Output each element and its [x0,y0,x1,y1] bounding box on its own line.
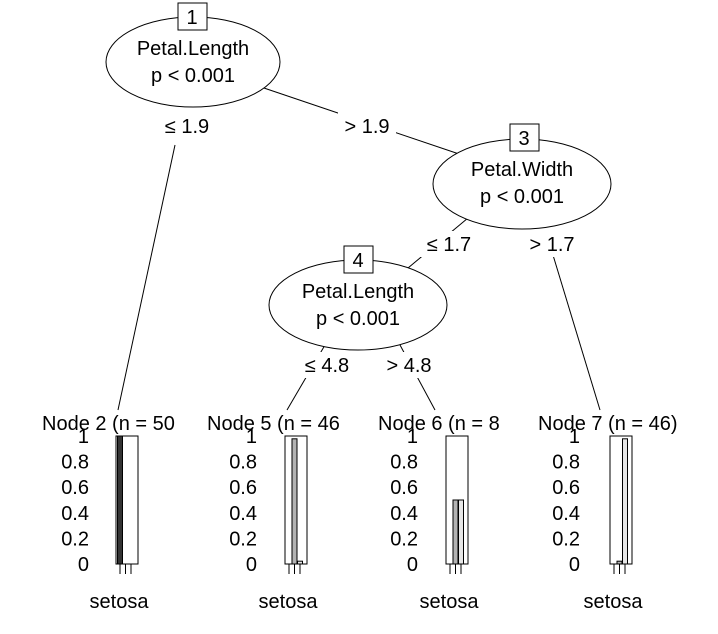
node-variable-1: Petal.Length [137,38,249,60]
panel-frame [609,435,633,565]
inner-node-1: 1 Petal.Length p < 0.001 [105,2,281,108]
y-tick-label: 0 [78,554,89,576]
terminal-title-2: Node 2 (n = 50 [42,413,175,435]
node-id-4: 4 [352,250,363,272]
y-tick-label: 0.4 [390,503,418,525]
bar [297,560,303,565]
y-tick-label: 0.4 [229,503,257,525]
y-tick-label: 0.6 [552,477,580,499]
edge-label-1-2: ≤ 1.9 [165,116,209,138]
node-id-3: 3 [518,128,529,150]
y-tick-label: 0.4 [552,503,580,525]
x-category-label: setosa [90,591,150,613]
x-category-label: setosa [259,591,319,613]
terminal-title-5: Node 5 (n = 46 [207,413,340,435]
edge-labels: ≤ 1.9 > 1.9 ≤ 1.7 > 1.7 ≤ 4.8 > 4.8 [158,112,581,378]
y-tick-label: 0.8 [61,452,89,474]
y-tick-label: 0.4 [61,503,89,525]
y-tick-label: 0.6 [229,477,257,499]
y-tick-label: 0.8 [552,452,580,474]
y-tick-label: 0.6 [390,477,418,499]
y-tick-label: 1 [246,426,257,448]
node-pvalue-4: p < 0.001 [316,308,400,330]
edge-label-1-3: > 1.9 [344,116,389,138]
y-tick-label: 0.2 [61,528,89,550]
y-tick-label: 1 [407,426,418,448]
y-tick-label: 1 [569,426,580,448]
edge-label-4-5: ≤ 4.8 [305,355,349,377]
edge-1-2 [117,144,176,411]
inner-node-4: 4 Petal.Length p < 0.001 [268,245,448,351]
edge-label-3-7: > 1.7 [529,234,574,256]
y-tick-label: 0.6 [61,477,89,499]
node-variable-4: Petal.Length [302,281,414,303]
x-category-label: setosa [584,591,644,613]
inner-node-3: 3 Petal.Width p < 0.001 [432,123,612,230]
x-category-label: setosa [420,591,480,613]
node-variable-3: Petal.Width [471,159,573,181]
bar [291,438,298,565]
y-tick-label: 0 [246,554,257,576]
y-tick-label: 0.8 [390,452,418,474]
edge-3-7 [545,231,601,411]
y-tick-label: 0 [407,554,418,576]
y-tick-label: 0 [569,554,580,576]
bar [458,499,464,565]
edge-label-4-6: > 4.8 [386,355,431,377]
bar [616,560,623,565]
y-tick-label: 0.8 [229,452,257,474]
y-tick-label: 0.2 [229,528,257,550]
bar [622,438,628,565]
terminal-title-7: Node 7 (n = 46) [538,413,678,435]
y-tick-label: 0.2 [390,528,418,550]
y-tick-label: 0.2 [552,528,580,550]
bar [452,499,459,565]
edge-label-3-4: ≤ 1.7 [427,234,471,256]
bar [117,435,123,565]
node-pvalue-1: p < 0.001 [151,65,235,87]
node-pvalue-3: p < 0.001 [480,186,564,208]
node-id-1: 1 [186,7,197,29]
terminal-title-6: Node 6 (n = 8 [378,413,500,435]
y-tick-label: 1 [78,426,89,448]
